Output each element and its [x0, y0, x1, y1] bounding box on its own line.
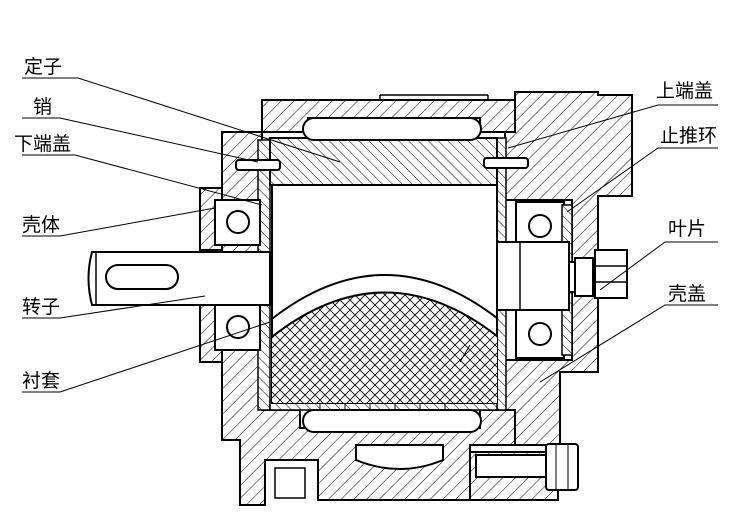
rotor-crosshatch: [272, 291, 497, 403]
label-stator: 定子: [24, 56, 63, 78]
label-housing-cover: 壳盖: [668, 283, 707, 305]
rotor-chamber: [271, 184, 498, 404]
bottom-port: [355, 444, 444, 470]
label-bushing: 衬套: [22, 370, 61, 392]
bottom-screw: [475, 443, 579, 491]
shaft: [87, 241, 596, 311]
label-upper-end-cover: 上端盖: [656, 80, 714, 102]
pin: [235, 157, 529, 171]
label-housing: 壳体: [22, 214, 61, 236]
label-lower-end-cover: 下端盖: [14, 133, 72, 155]
end-nut: [574, 249, 628, 299]
left-bearing: [214, 199, 261, 351]
leader-lines: [22, 77, 718, 393]
housing-body: [199, 99, 516, 506]
label-pin: 销: [33, 96, 53, 118]
label-thrust-ring: 止推环: [660, 125, 718, 147]
label-rotor: 转子: [22, 296, 61, 318]
label-vane: 叶片: [668, 218, 707, 240]
